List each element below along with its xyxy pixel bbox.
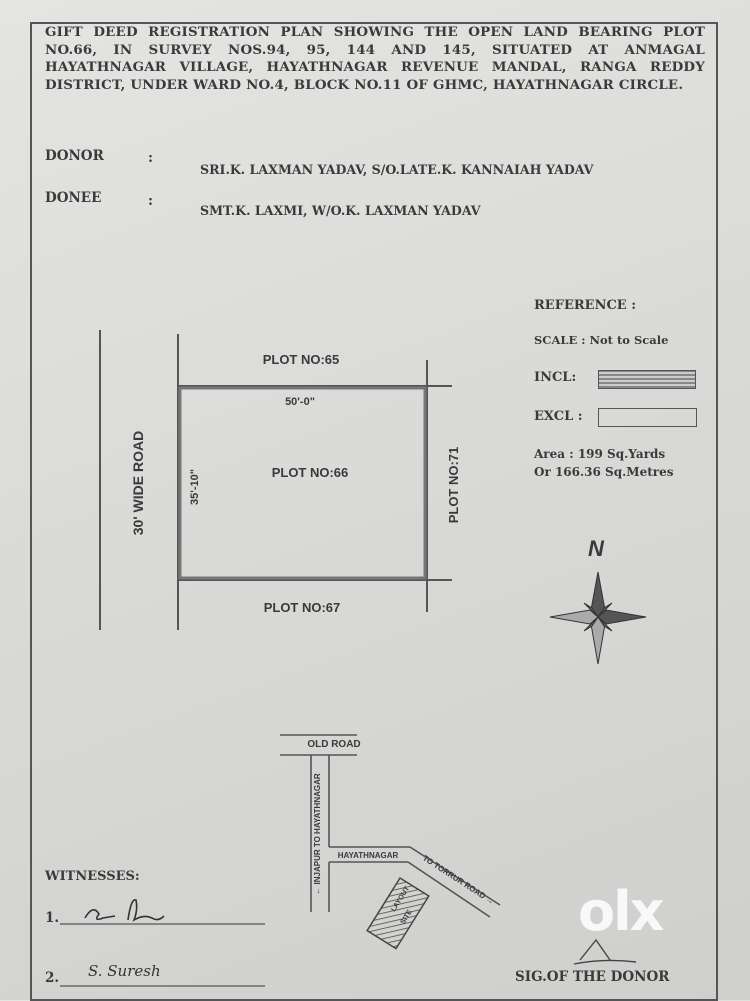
donor-sep: : <box>148 150 153 166</box>
reference-heading: REFERENCE : <box>534 298 637 313</box>
location-map <box>280 734 501 918</box>
excl-legend-box <box>598 408 697 427</box>
donor-signature-label: SIG.OF THE DONOR <box>515 969 670 985</box>
witnesses-heading: WITNESSES: <box>45 869 140 884</box>
plot-65-label: PLOT NO:65 <box>263 352 340 367</box>
width-dimension: 50'-0" <box>285 396 315 408</box>
witness-1-number: 1. <box>45 910 60 926</box>
plot-66-label: PLOT NO:66 <box>272 465 349 480</box>
witness-1-signature <box>84 899 165 922</box>
plot-67-label: PLOT NO:67 <box>264 600 341 615</box>
torrur-road-label: TO TORRUR ROAD → <box>421 853 496 906</box>
olx-watermark: OLX <box>578 880 664 943</box>
donee-label: DONEE <box>45 190 102 206</box>
hayathnagar-road-label: HAYATHNAGAR <box>338 851 399 860</box>
incl-label: INCL: <box>534 370 577 385</box>
plot-66-outline <box>178 386 427 580</box>
donor-label: DONOR <box>45 148 104 164</box>
witness-2-number: 2. <box>45 970 60 986</box>
excl-label: EXCL : <box>534 409 583 424</box>
area-sqyards: Area : 199 Sq.Yards <box>534 447 666 461</box>
area-sqmetres: Or 166.36 Sq.Metres <box>534 465 674 479</box>
donor-signature-mark <box>573 938 637 965</box>
compass-rose-icon <box>549 571 647 665</box>
donee-value: SMT.K. LAXMI, W/O.K. LAXMAN YADAV <box>200 203 481 218</box>
vertical-road-label: ← INJAPUR TO HAYATHNAGAR <box>313 773 322 895</box>
witness-2-signature: S. Suresh <box>88 962 161 980</box>
north-label: N <box>588 536 605 561</box>
donor-value: SRI.K. LAXMAN YADAV, S/O.LATE.K. KANNAIA… <box>200 162 594 177</box>
incl-legend-box <box>598 370 696 389</box>
layout-site-hatch <box>366 876 430 950</box>
old-road-label: OLD ROAD <box>307 739 360 750</box>
depth-dimension: 35'-10" <box>189 469 201 505</box>
road-label: 30' WIDE ROAD <box>130 431 146 535</box>
plot-71-label: PLOT NO:71 <box>446 447 461 524</box>
scale-text: SCALE : Not to Scale <box>534 333 669 347</box>
donee-sep: : <box>148 193 153 209</box>
document-title: GIFT DEED REGISTRATION PLAN SHOWING THE … <box>45 24 705 93</box>
